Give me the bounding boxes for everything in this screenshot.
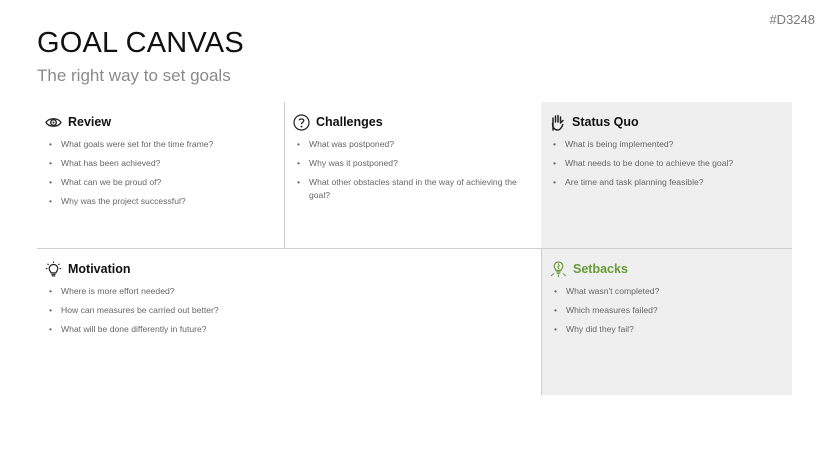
list-item: Why did they fail? — [550, 323, 784, 336]
list-item: What goals were set for the time frame? — [45, 138, 276, 151]
setbacks-list: What wasn't completed? Which measures fa… — [550, 285, 784, 336]
list-item: Are time and task planning feasible? — [549, 176, 784, 189]
motivation-list: Where is more effort needed? How can mea… — [45, 285, 533, 336]
status-quo-title: Status Quo — [572, 115, 639, 129]
setbacks-title: Setbacks — [573, 262, 628, 276]
list-item: What was postponed? — [293, 138, 533, 151]
list-item: What other obstacles stand in the way of… — [293, 176, 533, 202]
list-item: How can measures be carried out better? — [45, 304, 533, 317]
list-item: What wasn't completed? — [550, 285, 784, 298]
page-subtitle: The right way to set goals — [37, 66, 231, 85]
motivation-header: Motivation — [45, 259, 533, 279]
broken-lightbulb-icon — [550, 260, 567, 278]
motivation-section: Motivation Where is more effort needed? … — [37, 248, 541, 395]
challenges-header: Challenges — [293, 112, 533, 132]
hand-icon — [549, 114, 566, 131]
list-item: What needs to be done to achieve the goa… — [549, 157, 784, 170]
list-item: What can we be proud of? — [45, 176, 276, 189]
setbacks-section: Setbacks What wasn't completed? Which me… — [541, 248, 792, 395]
status-quo-list: What is being implemented? What needs to… — [549, 138, 784, 189]
lightbulb-icon — [45, 261, 62, 278]
list-item: Where is more effort needed? — [45, 285, 533, 298]
review-header: Review — [45, 112, 276, 132]
review-list: What goals were set for the time frame? … — [45, 138, 276, 208]
review-title: Review — [68, 115, 112, 129]
list-item: What will be done differently in future? — [45, 323, 533, 336]
list-item: Which measures failed? — [550, 304, 784, 317]
list-item: What is being implemented? — [549, 138, 784, 151]
list-item: Why was it postponed? — [293, 157, 533, 170]
challenges-title: Challenges — [316, 115, 383, 129]
motivation-title: Motivation — [68, 262, 131, 276]
question-icon — [293, 113, 310, 131]
goal-canvas-grid: Review What goals were set for the time … — [37, 102, 792, 395]
list-item: What has been achieved? — [45, 157, 276, 170]
eye-icon — [45, 114, 62, 131]
review-section: Review What goals were set for the time … — [37, 102, 284, 248]
status-quo-header: Status Quo — [549, 112, 784, 132]
list-item: Why was the project successful? — [45, 195, 276, 208]
challenges-list: What was postponed? Why was it postponed… — [293, 138, 533, 202]
challenges-section: Challenges What was postponed? Why was i… — [284, 102, 541, 248]
page-title: GOAL CANVAS — [37, 27, 244, 59]
setbacks-header: Setbacks — [550, 259, 784, 279]
document-code: #D3248 — [769, 12, 815, 27]
status-quo-section: Status Quo What is being implemented? Wh… — [541, 102, 792, 248]
